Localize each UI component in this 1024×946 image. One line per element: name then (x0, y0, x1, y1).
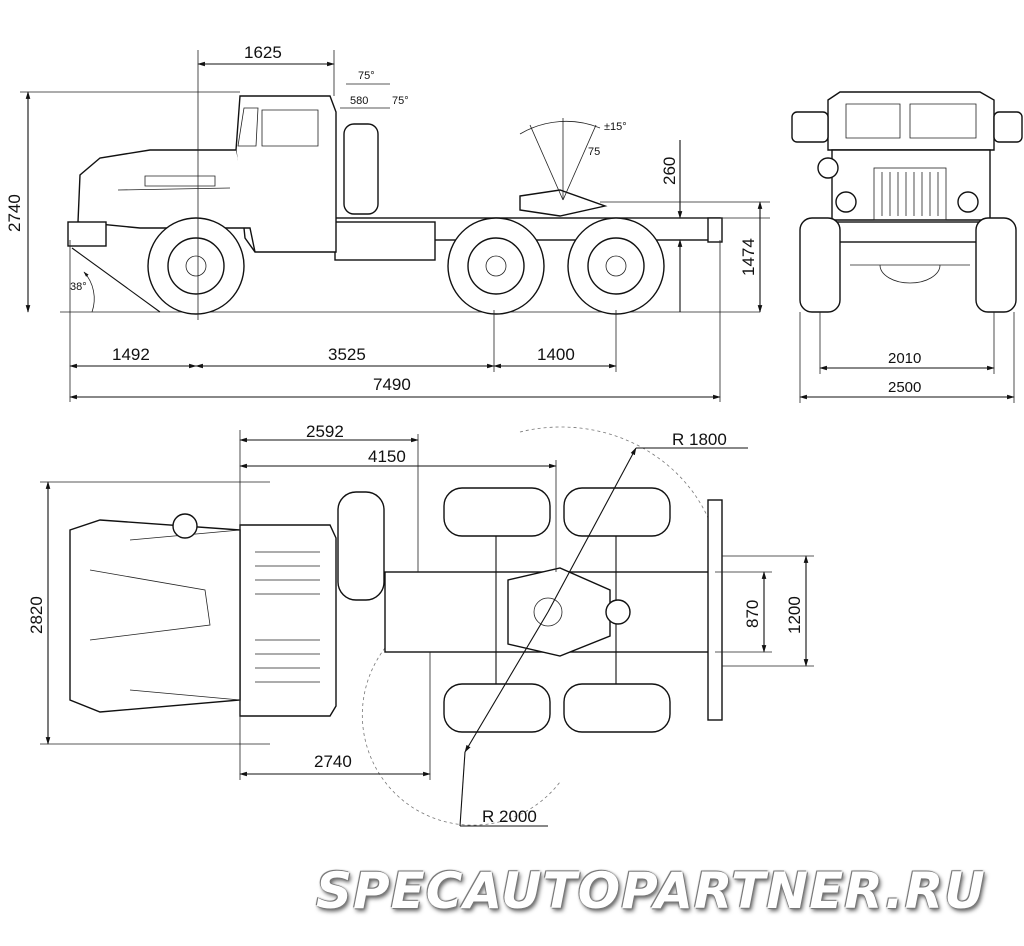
dim-plate-width: 1200 (785, 596, 804, 634)
dim-track: 2010 (888, 350, 921, 367)
front-left-tire (799, 217, 841, 313)
dim-overall-width: 2500 (888, 379, 921, 396)
top-wheel-rear-right (563, 683, 671, 733)
top-spare-wheel (337, 491, 385, 601)
dim-spare-width: 580 (350, 95, 368, 107)
side-view (20, 50, 770, 402)
cab (235, 95, 337, 253)
front-right-tire (975, 217, 1017, 313)
mirror-right (993, 111, 1023, 143)
dim-rear-axle-spacing: 1400 (537, 345, 575, 364)
site-watermark: SPECAUTOPARTNER.RU (316, 862, 986, 920)
dim-radius-front: R 2000 (482, 807, 537, 826)
fifth-wheel (519, 189, 608, 217)
mirror-left (791, 111, 829, 143)
rear-plate (707, 499, 723, 721)
dim-coupling-height: 260 (660, 157, 679, 185)
front-view (791, 91, 1023, 403)
top-cab (239, 524, 337, 717)
dim-overall-height: 2740 (5, 194, 24, 232)
dim-frame-height: 1474 (739, 238, 758, 276)
dim-frame-width: 870 (743, 600, 762, 628)
dim-wheelbase: 3525 (328, 345, 366, 364)
dim-radius-rear: R 1800 (672, 430, 727, 449)
dim-angle-top1: 75° (358, 70, 375, 82)
front-bumper (67, 221, 107, 247)
front-wheel-side (147, 217, 245, 315)
front-bumper-front (817, 221, 1003, 243)
dim-top-overall-width: 2820 (27, 596, 46, 634)
dim-approach-angle: 38° (70, 281, 87, 293)
dim-coupling-tilt: ±15° (604, 121, 627, 133)
spare-wheel (343, 123, 379, 215)
dim-overall-length: 7490 (373, 375, 411, 394)
dim-cab-to-axis: 2740 (314, 752, 352, 771)
dim-coupling-offset: 75 (588, 146, 600, 158)
dim-cab-length: 1625 (244, 43, 282, 62)
dim-to-coupling-b: 4150 (368, 447, 406, 466)
dim-front-overhang: 1492 (112, 345, 150, 364)
top-fifth-wheel (507, 567, 611, 657)
front-cab (827, 91, 995, 151)
rear-wheel-side (567, 217, 665, 315)
top-hood (69, 519, 241, 713)
top-wheel-rear-left (563, 487, 671, 537)
dim-angle-top2: 75° (392, 95, 409, 107)
top-wheel-mid-left (443, 487, 551, 537)
middle-wheel-side (447, 217, 545, 315)
top-view (40, 426, 814, 827)
top-wheel-mid-right (443, 683, 551, 733)
dim-to-coupling-a: 2592 (306, 422, 344, 441)
fuel-tank (334, 221, 436, 261)
